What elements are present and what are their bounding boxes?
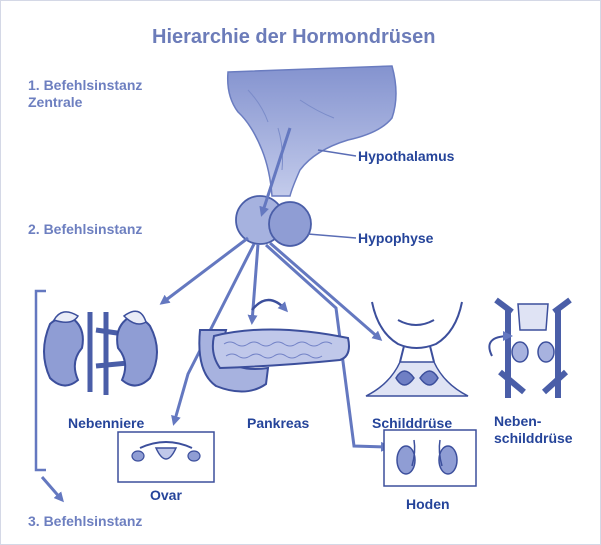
nebenniere-drawing bbox=[44, 311, 157, 395]
label-hypothalamus: Hypothalamus bbox=[358, 148, 454, 165]
nebenschilddruese-drawing bbox=[489, 300, 570, 398]
pankreas-drawing bbox=[199, 300, 349, 392]
ovar-drawing bbox=[118, 432, 214, 482]
label-nebenniere: Nebenniere bbox=[68, 415, 144, 432]
hormone-arrows bbox=[42, 128, 388, 500]
pointer-lines bbox=[308, 150, 356, 238]
label-nebenschilddruese-line1: Neben- bbox=[494, 413, 541, 430]
arrow-to-schilddruese bbox=[270, 243, 380, 339]
level-2-label: 2. Befehlsinstanz bbox=[28, 221, 142, 238]
label-ovar: Ovar bbox=[150, 487, 182, 504]
hoden-drawing bbox=[384, 430, 476, 486]
level3-bracket bbox=[36, 291, 46, 470]
level-1-label: 1. Befehlsinstanz bbox=[28, 77, 142, 94]
label-hypophyse: Hypophyse bbox=[358, 230, 433, 247]
arrow-to-nebenniere bbox=[162, 238, 248, 303]
schilddruese-drawing bbox=[366, 302, 468, 396]
label-pankreas: Pankreas bbox=[247, 415, 309, 432]
level-1-sublabel: Zentrale bbox=[28, 94, 82, 111]
label-schilddruese: Schilddrüse bbox=[372, 415, 452, 432]
diagram-title: Hierarchie der Hormondrüsen bbox=[152, 26, 435, 49]
label-nebenschilddruese-line2: schilddrüse bbox=[494, 430, 573, 447]
hypothalamus-drawing bbox=[228, 66, 396, 196]
label-hoden: Hoden bbox=[406, 496, 450, 513]
arrow-level3 bbox=[42, 477, 62, 500]
level-3-label: 3. Befehlsinstanz bbox=[28, 513, 142, 530]
